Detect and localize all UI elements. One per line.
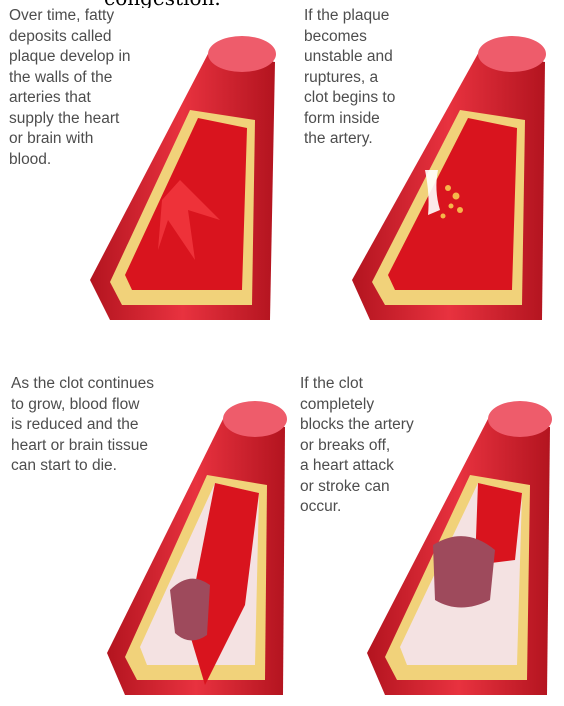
artery-plaque-illustration xyxy=(70,20,290,335)
artery-growing-clot-illustration xyxy=(95,385,295,705)
artery-blocked-illustration xyxy=(355,385,560,705)
artery-rupture-illustration xyxy=(330,20,560,335)
